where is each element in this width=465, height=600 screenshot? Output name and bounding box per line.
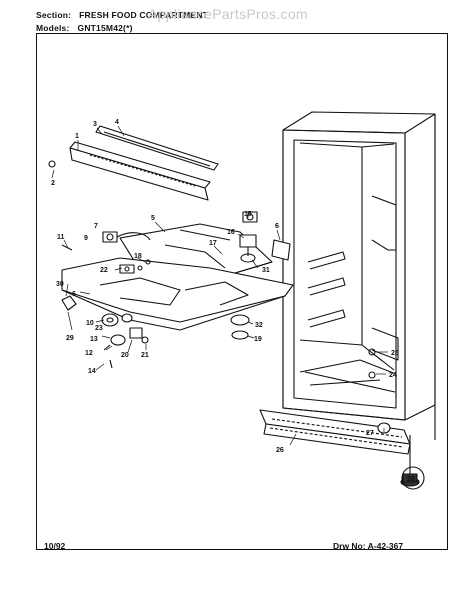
section-header: Section: FRESH FOOD COMPARTMENT bbox=[36, 10, 208, 20]
part-label-32: 32 bbox=[255, 322, 263, 329]
part-label-30: 30 bbox=[56, 281, 64, 288]
diagram-frame bbox=[36, 33, 448, 550]
part-label-9: 9 bbox=[84, 235, 88, 242]
part-label-28: 28 bbox=[407, 476, 415, 483]
part-label-1: 1 bbox=[75, 133, 79, 140]
hinge-bracket bbox=[271, 239, 291, 261]
part-label-12: 12 bbox=[85, 350, 93, 357]
watermark: AppliancePartsPros.com bbox=[148, 6, 308, 22]
part-label-4: 4 bbox=[115, 119, 119, 126]
part-label-27: 27 bbox=[366, 430, 374, 437]
part-label-21: 21 bbox=[141, 352, 149, 359]
thermostat-assembly bbox=[102, 231, 151, 243]
part-label-15: 15 bbox=[244, 211, 252, 218]
knob-and-clips bbox=[61, 295, 149, 369]
part-label-17: 17 bbox=[209, 240, 217, 247]
part-label-11: 11 bbox=[57, 234, 65, 241]
light-bulb-and-gasket bbox=[230, 314, 250, 340]
part-label-6b: 6 bbox=[275, 223, 279, 230]
part-number-labels: 1 2 3 4 5 6 6 7 8 9 10 11 12 13 14 15 16… bbox=[51, 119, 415, 483]
part-label-5: 5 bbox=[151, 215, 155, 222]
part-label-19: 19 bbox=[254, 336, 262, 343]
section-value: FRESH FOOD COMPARTMENT bbox=[79, 10, 209, 20]
leveling-leg bbox=[400, 435, 425, 490]
refrigerator-cabinet bbox=[282, 111, 436, 440]
models-value: GNT15M42(*) bbox=[77, 23, 133, 33]
part-label-2: 2 bbox=[51, 180, 55, 187]
models-label: Models: bbox=[36, 23, 70, 33]
part-label-16: 16 bbox=[227, 229, 235, 236]
cabinet-liner-panel bbox=[61, 257, 294, 331]
part-label-31: 31 bbox=[262, 267, 270, 274]
light-shield-rail bbox=[69, 125, 219, 201]
part-label-6a: 6 bbox=[72, 291, 76, 298]
footer-date: 10/92 bbox=[44, 541, 66, 551]
part-label-7: 7 bbox=[94, 223, 98, 230]
section-label: Section: bbox=[36, 10, 72, 20]
light-socket bbox=[119, 264, 135, 274]
part-label-20: 20 bbox=[121, 352, 129, 359]
drawing-number: Drw No: A-42-367 bbox=[333, 541, 404, 551]
part-label-13: 13 bbox=[90, 336, 98, 343]
part-label-25: 25 bbox=[391, 350, 399, 357]
leader-lines bbox=[51, 125, 388, 446]
part-label-10: 10 bbox=[86, 320, 94, 327]
part-label-14: 14 bbox=[88, 368, 96, 375]
part-label-3: 3 bbox=[93, 121, 97, 128]
part-label-26: 26 bbox=[276, 447, 284, 454]
part-label-23: 23 bbox=[95, 325, 103, 332]
part-label-29: 29 bbox=[66, 335, 74, 342]
models-header: Models: GNT15M42(*) bbox=[36, 23, 133, 33]
part-label-18: 18 bbox=[134, 253, 142, 260]
part-label-24: 24 bbox=[389, 372, 397, 379]
part-label-22: 22 bbox=[100, 267, 108, 274]
